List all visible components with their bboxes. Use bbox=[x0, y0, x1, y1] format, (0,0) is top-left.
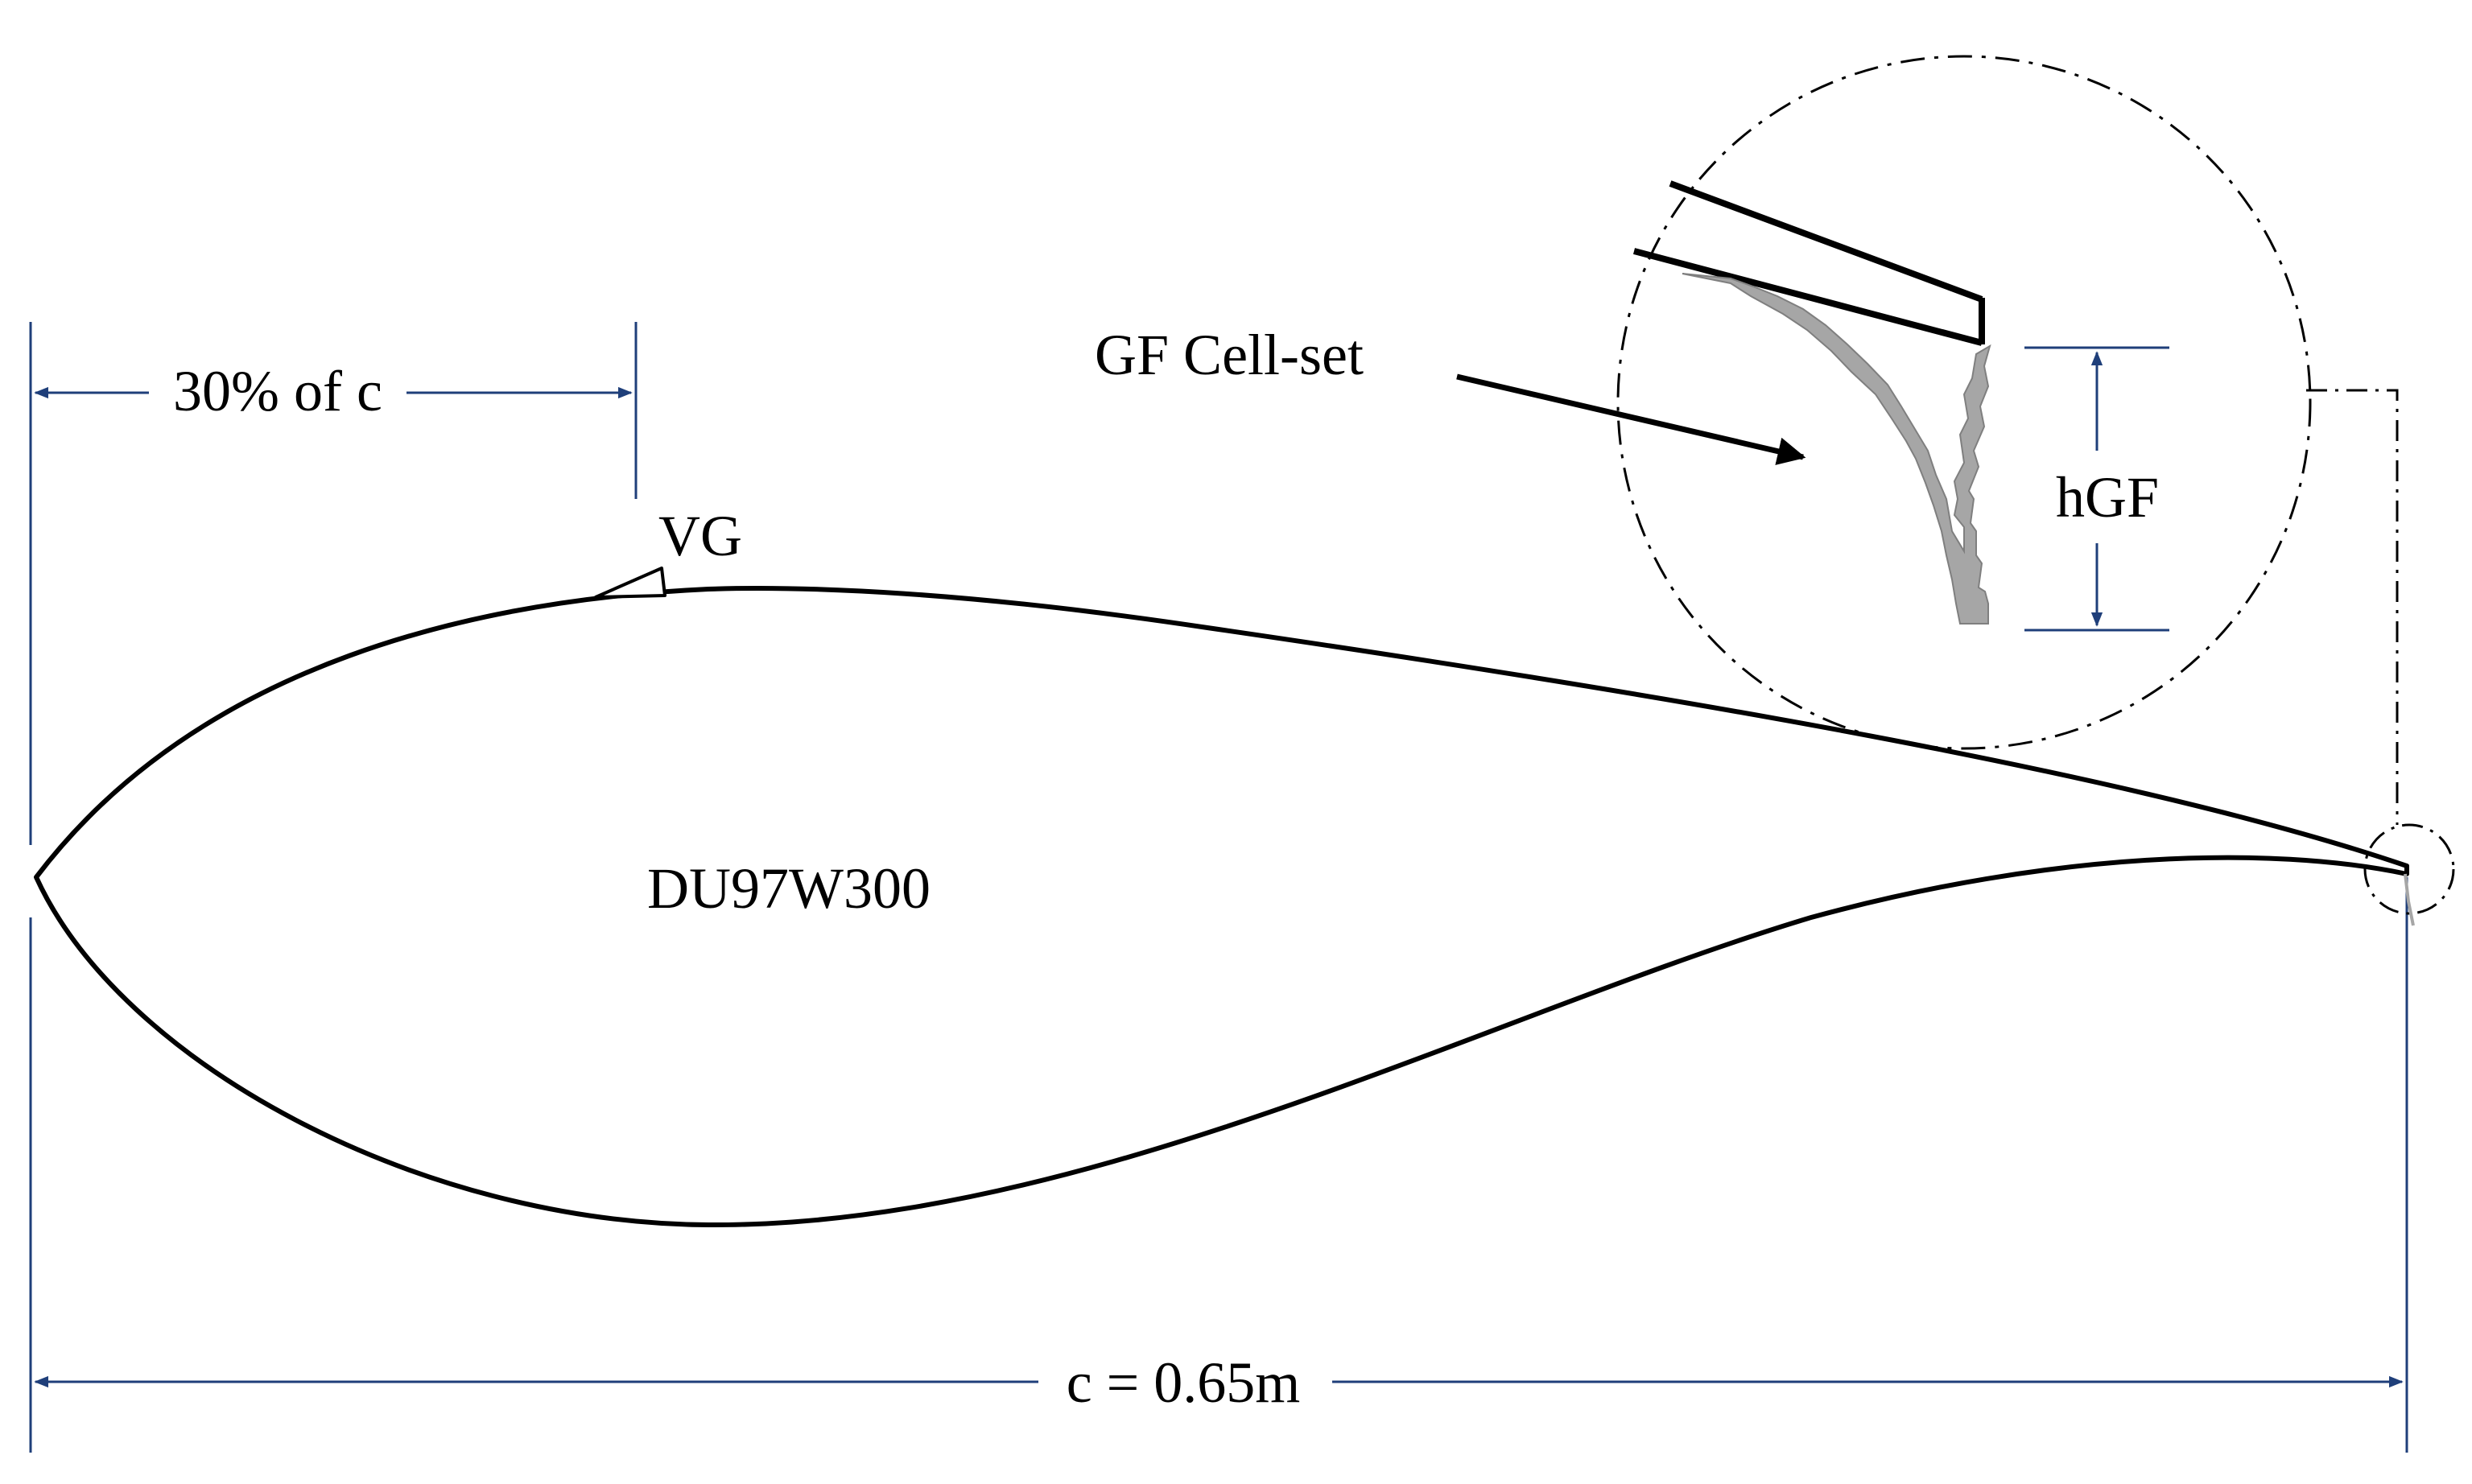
zoom-detail: hGF bbox=[1616, 55, 2312, 750]
trailing-edge-lower bbox=[1632, 248, 1983, 346]
gf-cell-set-label: GF Cell-set bbox=[1095, 323, 1364, 387]
airfoil-outline bbox=[34, 586, 2409, 1228]
trailing-edge-detail-marker bbox=[2306, 389, 2455, 926]
gf-callout-arrow bbox=[1456, 373, 1806, 465]
chord-dimension: c = 0.65m bbox=[29, 322, 2408, 1453]
vortex-generator: VG bbox=[594, 504, 742, 599]
vg-position-dimension: 30% of c bbox=[34, 322, 638, 499]
chord-label: c = 0.65m bbox=[1067, 1350, 1301, 1415]
vg-triangle bbox=[594, 567, 666, 599]
gf-small-tab bbox=[2404, 873, 2415, 926]
zoom-circle bbox=[1616, 55, 2312, 750]
airfoil-name-label: DU97W300 bbox=[647, 856, 931, 921]
detail-leader-line bbox=[2306, 389, 2399, 825]
hgf-label: hGF bbox=[2056, 465, 2159, 530]
vg-position-label: 30% of c bbox=[173, 359, 382, 423]
trailing-edge-upper bbox=[1669, 180, 1983, 303]
gf-cell-set-callout: GF Cell-set bbox=[1095, 323, 1806, 465]
gf-cell-set bbox=[1682, 273, 1991, 625]
vg-label: VG bbox=[658, 504, 742, 568]
